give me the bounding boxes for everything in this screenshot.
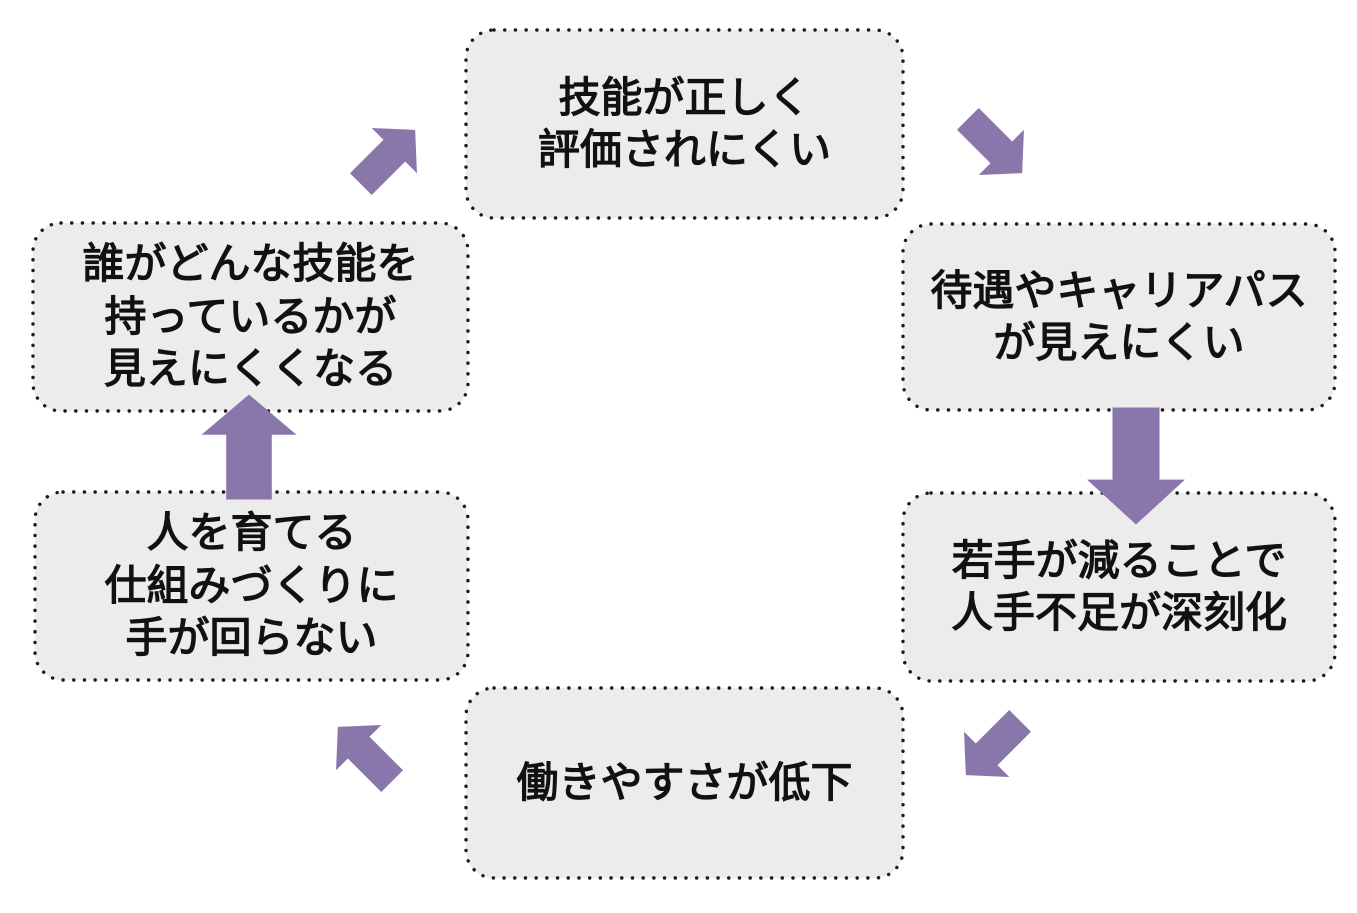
node-box-left-top bbox=[31, 221, 470, 413]
arrow-bottom-to-left-bottom bbox=[315, 704, 415, 804]
node-text-training-system: 人を育てる 仕組みづくりに 手が回らない bbox=[104, 509, 399, 662]
node-label-left-top: 誰がどんな技能を 持っているかが 見えにくくなる bbox=[33, 223, 468, 411]
node-box-top bbox=[464, 28, 905, 220]
node-label-left-bottom: 人を育てる 仕組みづくりに 手が回らない bbox=[35, 492, 468, 680]
node-text-workability-decline: 働きやすさが低下 bbox=[516, 758, 853, 806]
arrow-left-top-to-top bbox=[338, 107, 438, 207]
node-label-top: 技能が正しく 評価されにくい bbox=[466, 30, 903, 218]
node-box-right-bottom bbox=[901, 491, 1337, 683]
node-label-bottom: 働きやすさが低下 bbox=[466, 688, 903, 878]
node-label-right-bottom: 若手が減ることで 人手不足が深刻化 bbox=[903, 493, 1335, 681]
node-text-labor-shortage: 若手が減ることで 人手不足が深刻化 bbox=[950, 536, 1287, 637]
arrow-right-bottom-to-bottom bbox=[943, 698, 1043, 798]
arrow-top-to-right-top bbox=[945, 96, 1045, 196]
node-text-skill-evaluation: 技能が正しく 評価されにくい bbox=[537, 73, 832, 174]
node-text-skill-visibility: 誰がどんな技能を 持っているかが 見えにくくなる bbox=[82, 240, 419, 393]
node-box-left-bottom bbox=[33, 490, 470, 682]
node-label-right-top: 待遇やキャリアパス が見えにくい bbox=[903, 224, 1335, 410]
node-text-treatment-career-path: 待遇やキャリアパス が見えにくい bbox=[930, 266, 1308, 367]
node-box-bottom bbox=[464, 686, 905, 880]
